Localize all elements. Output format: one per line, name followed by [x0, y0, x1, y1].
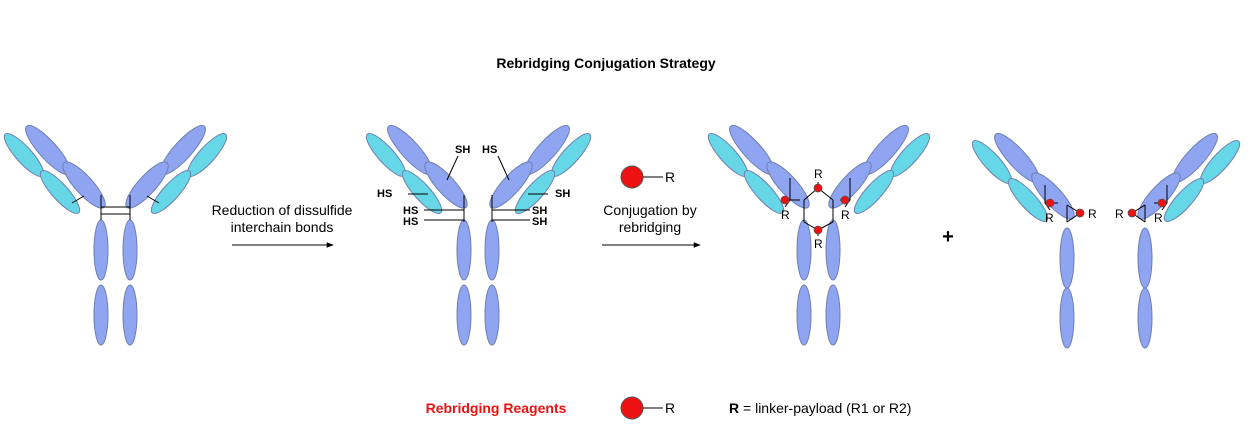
disulfide-bonds-intact: [71, 195, 160, 220]
antibody-reduced: [365, 124, 592, 346]
legend-reagents-label: Rebridging Reagents: [426, 400, 567, 416]
legend-r-definition-text: = linker-payload (R1 or R2): [739, 400, 911, 416]
thiol-labels: SH HS HS SH HS HS SH SH: [377, 144, 570, 228]
r-label-c-top: R: [814, 167, 823, 181]
legend-r-bold: R: [729, 400, 739, 416]
r-label-c-right: R: [841, 208, 850, 222]
rebridging-reagent-icon: R: [620, 165, 675, 189]
half-antibody-right: [1137, 132, 1241, 349]
thiol-hs-top: HS: [482, 144, 497, 156]
r-labels-c: R R R R: [781, 167, 850, 251]
thiol-hs-hinge2: HS: [403, 216, 418, 228]
r-label-d-right2: R: [1154, 211, 1163, 225]
reagent-r-label: R: [665, 169, 675, 185]
legend: Rebridging Reagents R R = linker-payload…: [426, 396, 911, 420]
half-antibody-left: [971, 132, 1075, 349]
step2-label-line1: Conjugation by: [603, 202, 696, 218]
step1-label-line2: interchain bonds: [231, 219, 334, 235]
r-label-d-right1: R: [1115, 207, 1124, 221]
thiol-hs-hinge1: HS: [403, 205, 418, 217]
diagram-title: Rebridging Conjugation Strategy: [496, 55, 716, 71]
r-label-d-left2: R: [1088, 207, 1097, 221]
step1-label-line1: Reduction of dissulfide: [212, 202, 353, 218]
r-label-c-bottom: R: [814, 237, 823, 251]
payload-dots-c: [780, 183, 850, 235]
plus-sign: +: [942, 226, 954, 248]
free-thiol-lines: [408, 155, 548, 222]
legend-reagent-r: R: [665, 400, 675, 416]
thiol-hs-left: HS: [377, 188, 392, 200]
thiol-sh-hinge2: SH: [532, 216, 547, 228]
antibody-intact: [3, 124, 228, 346]
r-labels-d: R R R R: [1045, 207, 1163, 225]
r-label-d-left1: R: [1045, 211, 1054, 225]
legend-reagent-dot: [620, 396, 644, 420]
thiol-sh-right: SH: [555, 188, 570, 200]
thiol-sh-top: SH: [455, 144, 470, 156]
payload-dots-d: [1045, 198, 1167, 218]
step2-label-line2: rebridging: [619, 219, 681, 235]
legend-r-definition: R = linker-payload (R1 or R2): [729, 400, 911, 416]
thiol-sh-hinge1: SH: [532, 205, 547, 217]
r-label-c-left: R: [781, 208, 790, 222]
